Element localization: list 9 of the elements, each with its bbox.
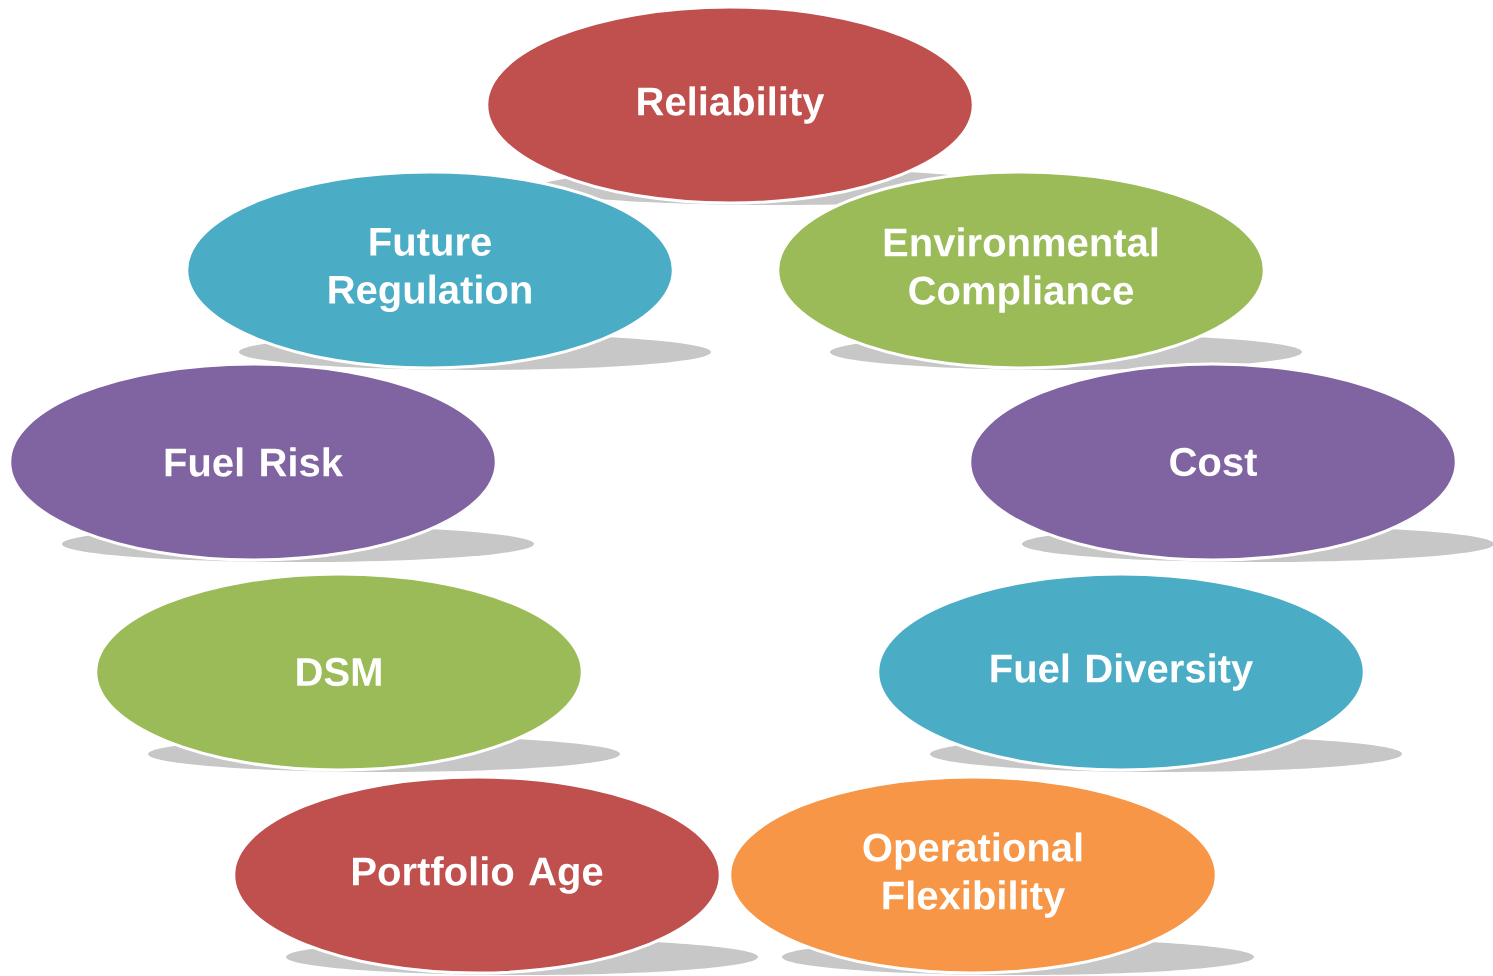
- ellipse-node: Environmental Compliance: [776, 170, 1302, 370]
- ellipse-node: Operational Flexibility: [728, 775, 1254, 975]
- ellipse-node: Fuel Diversity: [876, 572, 1402, 772]
- ellipse-node: Reliability: [485, 5, 1011, 205]
- ellipse-node: Fuel Risk: [8, 362, 534, 562]
- ellipse-node: DSM: [94, 572, 620, 772]
- ellipse-node: Portfolio Age: [232, 775, 758, 975]
- ellipse-node: Cost: [968, 362, 1493, 562]
- ellipse-node: Future Regulation: [185, 170, 711, 370]
